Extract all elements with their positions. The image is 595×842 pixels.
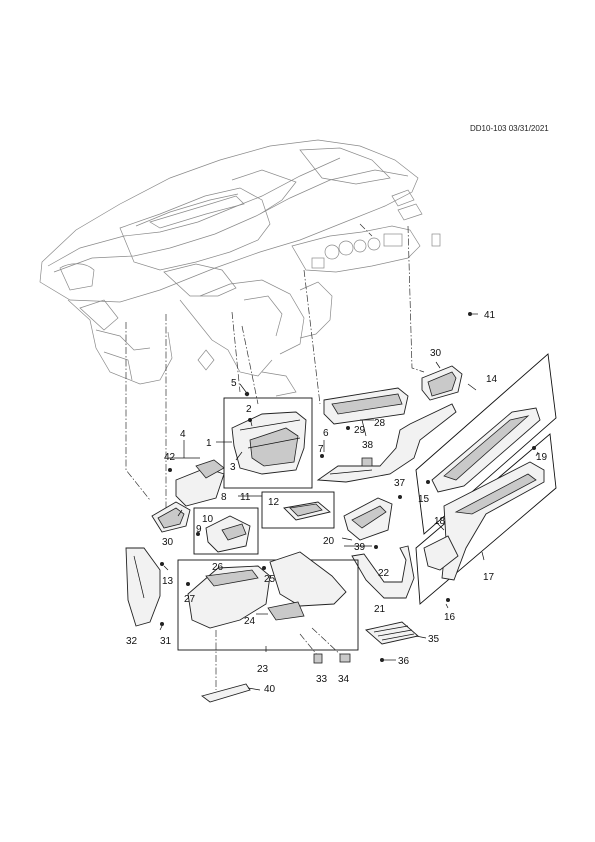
callout-23: 23 xyxy=(257,664,269,675)
callout-36: 36 xyxy=(398,656,410,667)
callout-1: 1 xyxy=(206,438,212,449)
part-1-cluster-bezel xyxy=(231,411,307,475)
callout-15: 15 xyxy=(418,494,430,505)
callout-26: 26 xyxy=(212,562,224,573)
part-23-glove-box xyxy=(187,551,347,629)
callout-29: 29 xyxy=(354,425,366,436)
callout-32: 32 xyxy=(126,636,138,647)
frame-part-23 xyxy=(177,559,359,651)
callout-labels: 1 2 3 4 5 6 7 8 9 10 11 12 13 14 15 16 1… xyxy=(126,310,548,695)
part-14-upper-trim xyxy=(431,407,541,493)
part-34-clip xyxy=(339,653,351,663)
frame-part-17 xyxy=(415,433,557,605)
callout-12: 12 xyxy=(268,497,280,508)
callout-13: 13 xyxy=(162,576,174,587)
callout-19: 19 xyxy=(536,452,548,463)
frame-part-14 xyxy=(415,353,557,535)
callout-30-upper: 30 xyxy=(430,348,442,359)
frame-part-11 xyxy=(261,491,335,529)
reference-lines xyxy=(125,223,425,690)
callout-33: 33 xyxy=(316,674,328,685)
callout-27: 27 xyxy=(184,594,196,605)
part-30-upper-vent xyxy=(421,361,463,401)
callout-3: 3 xyxy=(230,462,236,473)
frame-part-1 xyxy=(223,397,313,489)
part-32-side-cover xyxy=(125,547,161,627)
callout-30-lower: 30 xyxy=(162,537,174,548)
callout-24: 24 xyxy=(244,616,256,627)
callout-35: 35 xyxy=(428,634,440,645)
instrument-panel-ghost xyxy=(39,139,441,397)
callout-25: 25 xyxy=(264,574,276,585)
callout-37: 37 xyxy=(394,478,406,489)
callout-42: 42 xyxy=(164,452,176,463)
callout-10: 10 xyxy=(202,514,214,525)
callout-18: 18 xyxy=(434,516,446,527)
callout-16: 16 xyxy=(444,612,456,623)
part-4-switch-assembly xyxy=(168,440,225,507)
callout-5: 5 xyxy=(231,378,237,389)
callout-40: 40 xyxy=(264,684,276,695)
callout-2: 2 xyxy=(246,404,252,415)
callout-34: 34 xyxy=(338,674,350,685)
frame-part-8 xyxy=(193,507,259,555)
part-35-cover-plate xyxy=(365,621,419,645)
part-33-clip xyxy=(313,653,323,664)
fastener-screws xyxy=(160,312,536,662)
part-21-side-trim xyxy=(351,545,415,599)
part-17-lower-trim xyxy=(423,461,545,581)
part-28-control-unit xyxy=(323,387,409,437)
callout-31: 31 xyxy=(160,636,172,647)
callout-4: 4 xyxy=(180,429,186,440)
diagram-code: DD10-103 03/31/2021 xyxy=(470,124,549,133)
part-8-bracket xyxy=(205,515,251,553)
callout-39: 39 xyxy=(354,542,366,553)
callout-14: 14 xyxy=(486,374,498,385)
callout-28: 28 xyxy=(374,418,386,429)
callout-8: 8 xyxy=(221,492,227,503)
callout-22: 22 xyxy=(378,568,390,579)
callout-9: 9 xyxy=(196,524,202,535)
callout-11: 11 xyxy=(240,492,251,503)
part-20-bracket xyxy=(343,497,393,541)
callout-17: 17 xyxy=(483,572,495,583)
callout-41: 41 xyxy=(484,310,496,321)
callout-20: 20 xyxy=(323,536,335,547)
callout-21: 21 xyxy=(374,604,386,615)
callout-7: 7 xyxy=(318,444,324,455)
part-40-rail xyxy=(200,683,251,703)
leader-lines xyxy=(159,313,539,691)
part-6-trim-panel xyxy=(316,403,457,483)
callout-38: 38 xyxy=(362,440,374,451)
part-30-lower-vent xyxy=(151,501,191,533)
callout-6: 6 xyxy=(323,428,329,439)
part-12-control-panel xyxy=(283,501,331,521)
part-38-clip xyxy=(361,457,373,467)
